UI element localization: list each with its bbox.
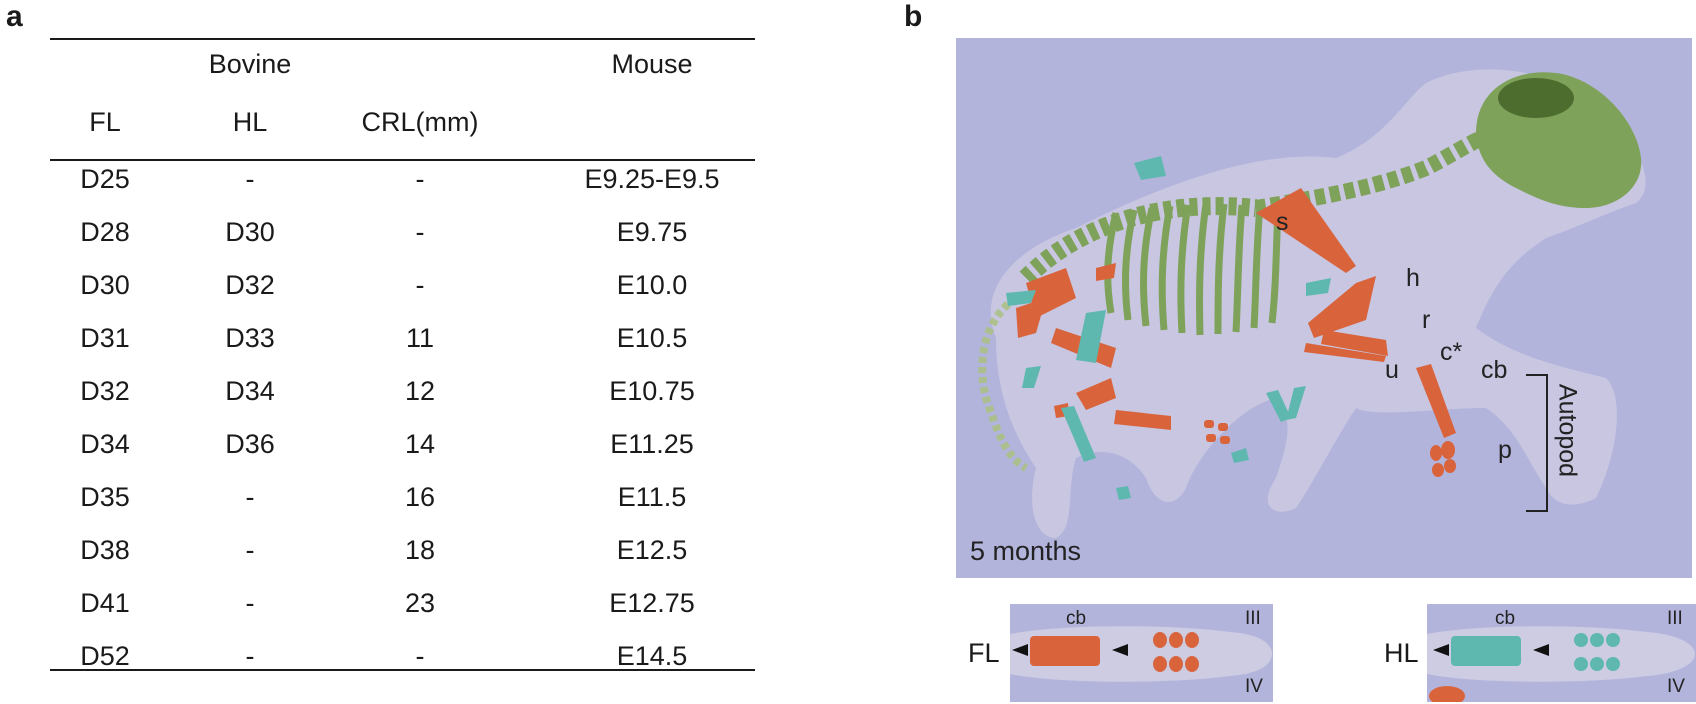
- hindlimb-inset-illustration: [1427, 626, 1695, 702]
- label-cb: cb: [1481, 356, 1508, 384]
- cell-crl: 16: [404, 482, 436, 512]
- cell-mouse: E11.25: [610, 429, 694, 459]
- cell-crl: -: [415, 270, 425, 300]
- cell-crl: -: [415, 164, 425, 194]
- fl-digit-iv: IV: [1245, 676, 1263, 697]
- skull-highlight: [1498, 78, 1574, 118]
- fl-digit-iii: III: [1245, 608, 1261, 629]
- cell-hl: -: [245, 588, 255, 618]
- label-s: s: [1276, 208, 1289, 236]
- hl-cb-label: cb: [1495, 608, 1516, 629]
- cell-crl: 14: [404, 429, 436, 459]
- hl-digit-iii: III: [1667, 608, 1683, 629]
- cannon-bone-cb: [1416, 364, 1456, 438]
- group-header-mouse: Mouse: [611, 49, 693, 79]
- cell-hl: -: [245, 535, 255, 565]
- scapula-s: [1256, 188, 1356, 273]
- table-top-rule: [50, 38, 755, 40]
- cell-crl: 12: [404, 376, 436, 406]
- hl-side-label: HL: [1384, 638, 1419, 668]
- cell-hl: -: [245, 641, 255, 671]
- cell-fl: D34: [80, 429, 130, 459]
- cell-mouse: E12.5: [616, 535, 688, 565]
- cell-mouse: E10.5: [616, 323, 688, 353]
- cell-mouse: E11.5: [617, 482, 687, 512]
- label-h: h: [1406, 264, 1420, 292]
- col-header-fl: FL: [89, 107, 121, 137]
- thoracic-spine: [1019, 197, 1257, 285]
- label-c: c*: [1440, 338, 1463, 366]
- cell-crl: 23: [404, 588, 436, 618]
- cell-crl: 18: [404, 535, 436, 565]
- cell-hl: -: [245, 482, 255, 512]
- cell-fl: D52: [80, 641, 130, 671]
- cell-hl: -: [245, 164, 255, 194]
- cell-hl: D30: [225, 217, 275, 247]
- radius-r: [1321, 330, 1388, 356]
- cell-crl: 11: [405, 323, 435, 353]
- panel-letter-b: b: [904, 0, 923, 33]
- hind-hooves: [1204, 420, 1230, 444]
- cell-hl: D36: [225, 429, 275, 459]
- table-bottom-rule: [50, 669, 755, 671]
- cell-fl: D28: [80, 217, 130, 247]
- cell-mouse: E10.75: [609, 376, 695, 406]
- ulna-u: [1304, 343, 1386, 362]
- cell-hl: D34: [225, 376, 275, 406]
- phalanges-p: [1430, 441, 1456, 477]
- fl-cb-label: cb: [1066, 608, 1087, 629]
- cell-mouse: E14.5: [616, 641, 688, 671]
- autopod-bracket: [1526, 374, 1548, 512]
- cell-mouse: E9.25-E9.5: [584, 164, 720, 194]
- fl-side-label: FL: [968, 638, 1000, 668]
- cell-mouse: E9.75: [616, 217, 688, 247]
- label-u: u: [1385, 356, 1399, 384]
- bovine-skeleton-illustration: [978, 69, 1646, 539]
- cell-hl: D33: [225, 323, 275, 353]
- cell-crl: -: [415, 217, 425, 247]
- cartilage-teal: [1006, 156, 1331, 500]
- cell-fl: D41: [80, 588, 130, 618]
- cell-fl: D35: [80, 482, 130, 512]
- age-label: 5 months: [970, 536, 1082, 566]
- cell-fl: D32: [80, 376, 130, 406]
- ct-render-5-months: s h r c* u cb p Autopod 5 months: [956, 38, 1692, 578]
- cell-crl: -: [415, 641, 425, 671]
- label-r: r: [1422, 306, 1431, 334]
- humerus-h: [1308, 276, 1376, 338]
- col-header-crl: CRL(mm): [361, 107, 479, 137]
- forelimb-inset: cb III IV: [1010, 604, 1273, 702]
- col-header-hl: HL: [232, 107, 268, 137]
- cell-fl: D30: [80, 270, 130, 300]
- cell-fl: D31: [80, 323, 130, 353]
- cell-fl: D25: [80, 164, 130, 194]
- forelimb-inset-illustration: [1010, 626, 1272, 682]
- autopod-label: Autopod: [1553, 383, 1582, 478]
- hindlimb-inset: cb III IV: [1427, 604, 1696, 702]
- tail: [978, 294, 1029, 472]
- group-header-bovine: Bovine: [208, 49, 292, 79]
- cell-fl: D38: [80, 535, 130, 565]
- table-header-rule: [50, 159, 755, 161]
- label-p: p: [1498, 436, 1512, 464]
- panel-letter-a: a: [6, 0, 23, 33]
- cell-mouse: E12.75: [609, 588, 695, 618]
- cell-hl: D32: [225, 270, 275, 300]
- hl-digit-iv: IV: [1667, 676, 1685, 697]
- cell-mouse: E10.0: [616, 270, 688, 300]
